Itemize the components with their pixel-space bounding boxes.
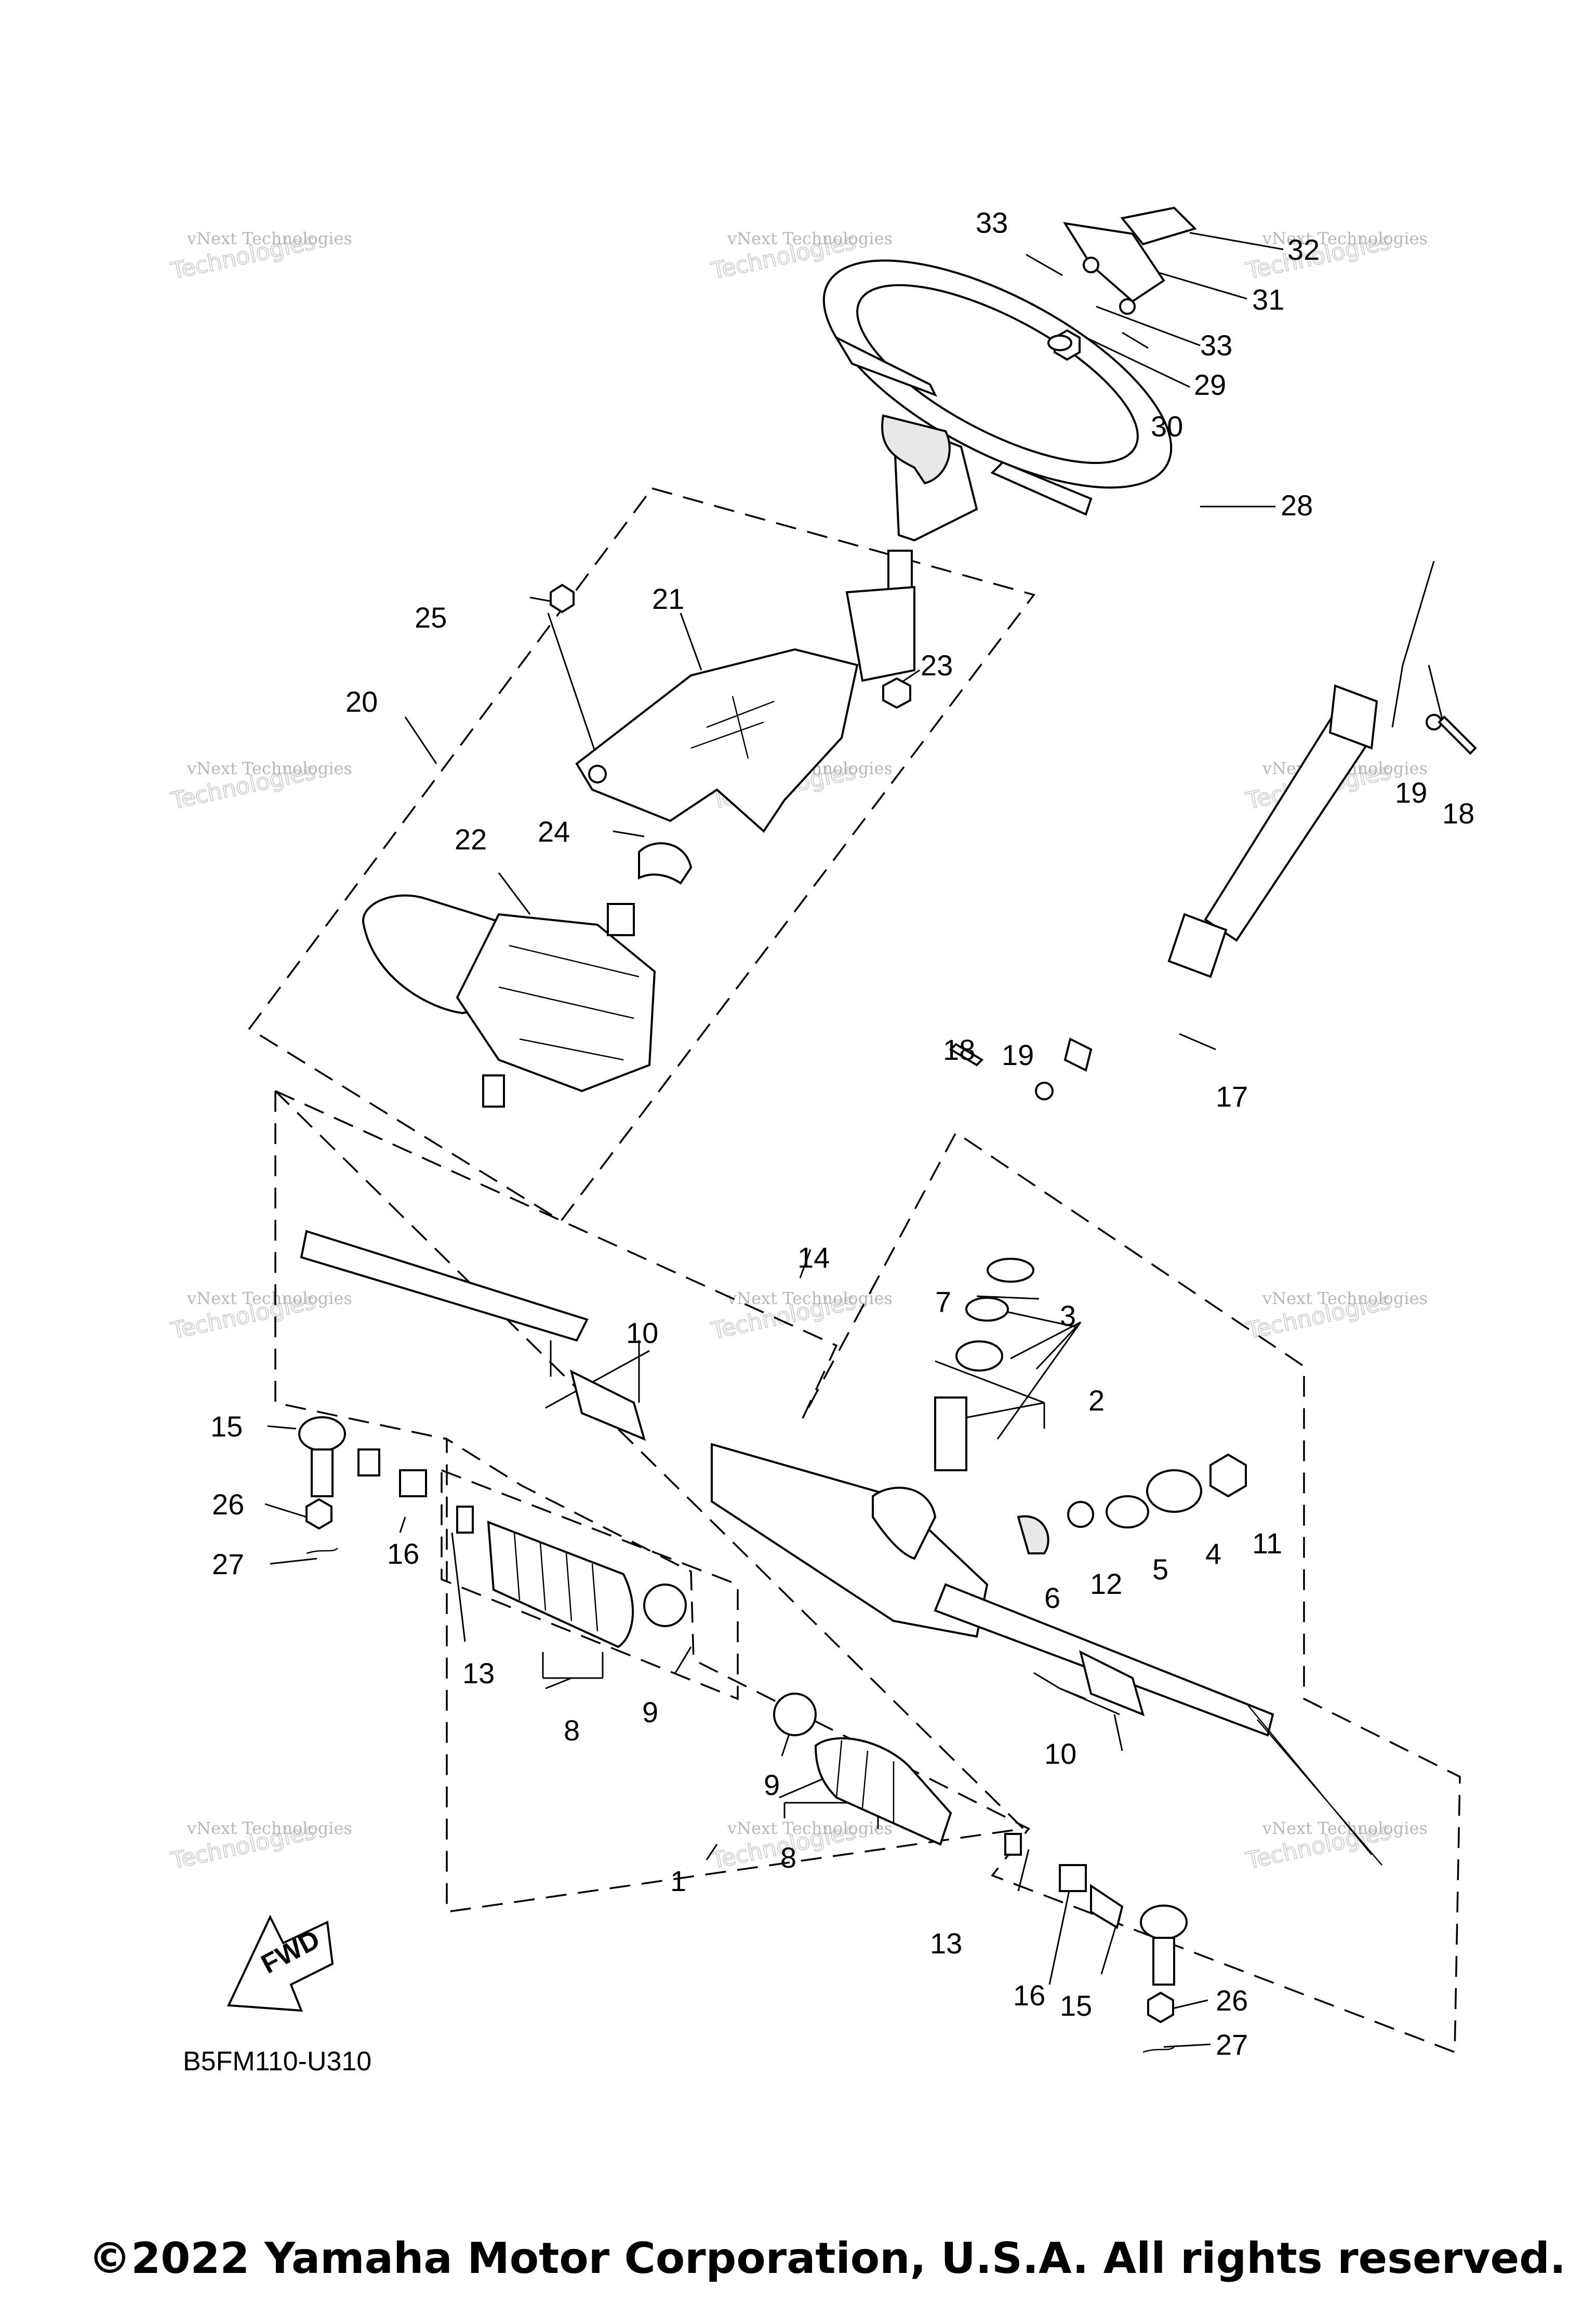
callout-1: 1 <box>670 1865 686 1897</box>
bolts-23-25 <box>550 583 911 709</box>
callout-22: 22 <box>455 823 487 856</box>
watermark-text: vNext Technologies <box>727 229 893 248</box>
callout-33: 33 <box>976 206 1008 239</box>
callout-labels: 33 32 31 33 29 30 28 25 21 23 20 19 18 2… <box>210 206 1474 2061</box>
copyright-notice: ©2022 Yamaha Motor Corporation, U.S.A. A… <box>88 2234 1566 2283</box>
pinion-parts <box>934 1258 1247 1554</box>
callout-23: 23 <box>921 649 953 682</box>
steering-wheel <box>822 259 1173 542</box>
callout-32: 32 <box>1287 233 1320 266</box>
callout-8: 8 <box>564 1714 580 1747</box>
callout-19: 19 <box>1002 1039 1034 1071</box>
callout-20: 20 <box>345 685 378 718</box>
callout-4: 4 <box>1205 1537 1221 1570</box>
callout-3: 3 <box>1060 1299 1076 1332</box>
tie-rod-end-left <box>298 1416 427 1554</box>
watermark-text: vNext Technologies <box>727 1818 893 1838</box>
boot-right <box>773 1693 1022 1856</box>
callout-9: 9 <box>642 1696 658 1728</box>
callout-17: 17 <box>1216 1080 1248 1113</box>
callout-13: 13 <box>930 1927 962 1960</box>
callout-10: 10 <box>1044 1737 1076 1770</box>
rack-assembly-left-edge <box>274 1091 447 1440</box>
callout-27: 27 <box>212 1548 244 1580</box>
steering-column <box>575 550 915 833</box>
watermark-text: vNext Technologies <box>187 229 352 248</box>
callout-11: 11 <box>1252 1527 1282 1560</box>
callout-6: 6 <box>1044 1581 1060 1614</box>
callout-29: 29 <box>1194 368 1226 401</box>
callout-15: 15 <box>210 1410 243 1443</box>
callout-21: 21 <box>652 582 684 615</box>
callout-2: 2 <box>1088 1384 1105 1417</box>
watermark-text: vNext Technologies <box>187 759 352 778</box>
callout-16: 16 <box>1013 1979 1045 2012</box>
callout-9: 9 <box>764 1768 780 1801</box>
callout-31: 31 <box>1252 283 1284 316</box>
watermark-text: vNext Technologies <box>727 1288 893 1308</box>
diagram-code: B5FM110-U310 <box>183 2046 371 2077</box>
callout-26: 26 <box>212 1488 244 1521</box>
watermark-group: vNext Technologies Technologies vNext Te… <box>168 228 1428 1874</box>
callout-25: 25 <box>415 601 447 634</box>
boot-left <box>456 1506 687 1648</box>
leader-lines <box>264 232 1445 2048</box>
watermark-text: vNext Technologies <box>187 1818 352 1838</box>
watermark-text: vNext Technologies <box>1262 229 1428 248</box>
callout-18: 18 <box>1442 797 1474 830</box>
callout-16: 16 <box>387 1537 419 1570</box>
rack-assembly-boundary <box>274 1090 1461 2054</box>
eps-unit <box>362 842 693 1108</box>
steering-cover-parts <box>1047 206 1197 361</box>
callout-14: 14 <box>797 1241 830 1274</box>
rack-housing <box>300 1230 1382 1866</box>
callout-5: 5 <box>1152 1553 1168 1586</box>
callout-26: 26 <box>1216 1984 1248 2017</box>
callout-28: 28 <box>1281 489 1313 522</box>
callout-13: 13 <box>462 1657 495 1689</box>
callout-12: 12 <box>1090 1567 1122 1600</box>
callout-10: 10 <box>626 1316 658 1349</box>
callout-15: 15 <box>1060 1989 1092 2022</box>
callout-19: 19 <box>1395 776 1427 809</box>
callout-8: 8 <box>780 1841 796 1874</box>
callout-18: 18 <box>943 1033 975 1066</box>
tie-rod-end-right <box>1059 1864 1188 2053</box>
watermark-text: vNext Technologies <box>187 1288 352 1308</box>
callout-27: 27 <box>1216 2028 1248 2061</box>
callout-33: 33 <box>1200 329 1232 362</box>
callout-24: 24 <box>538 815 570 848</box>
fwd-arrow-icon: FWD <box>227 1914 334 2012</box>
watermark-text: vNext Technologies <box>1262 1288 1428 1308</box>
intermediate-shaft <box>949 684 1477 1100</box>
callout-7: 7 <box>935 1285 951 1318</box>
callout-30: 30 <box>1151 410 1183 443</box>
boot-box-left <box>441 1469 739 1700</box>
